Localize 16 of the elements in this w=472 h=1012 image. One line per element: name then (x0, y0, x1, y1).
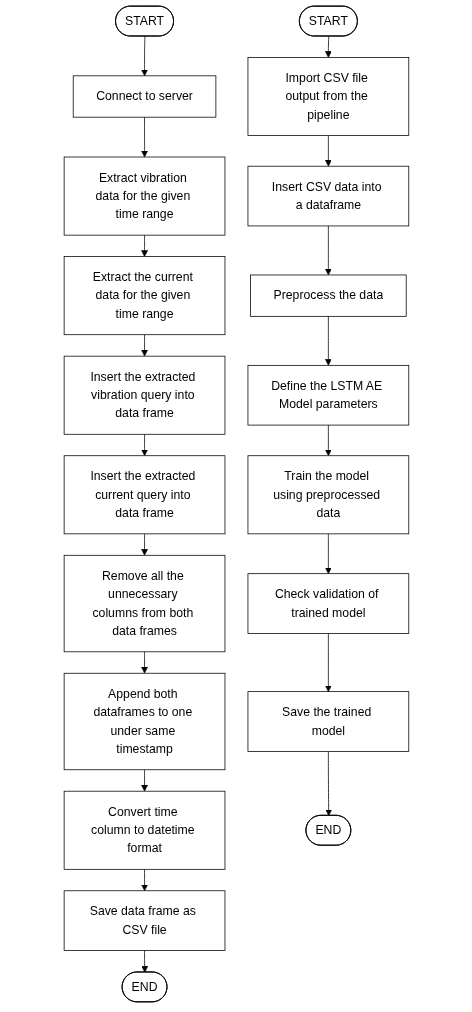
node-box: Insert the extracted current query into data frame (63, 455, 225, 535)
node-box: Train the model using preprocessed data (247, 455, 409, 535)
node-box: Define the LSTM AE Model parameters (247, 364, 409, 426)
node-box: Remove all the unnecessary columns from both data frames (63, 554, 225, 653)
node-box: Insert CSV data into a dataframe (247, 165, 409, 227)
node-box: Insert the extracted vibration query into data frame (63, 355, 225, 435)
node-box: Save data frame as CSV file (63, 890, 225, 951)
node-box: Extract the current data for the given time range (63, 256, 225, 336)
node-box: Extract vibration data for the given time range (63, 156, 225, 236)
node-box: Connect to server (72, 75, 216, 118)
node-box: Append both dataframes to one under same timestamp (63, 672, 225, 771)
node-box: Convert time column to datetime format (63, 790, 225, 870)
node-box: Check validation of trained model (247, 573, 409, 634)
node-box: Save the trained model (247, 691, 409, 752)
node-box: Import CSV file output from the pipeline (247, 57, 409, 136)
node-box: Preprocess the data (249, 274, 407, 317)
